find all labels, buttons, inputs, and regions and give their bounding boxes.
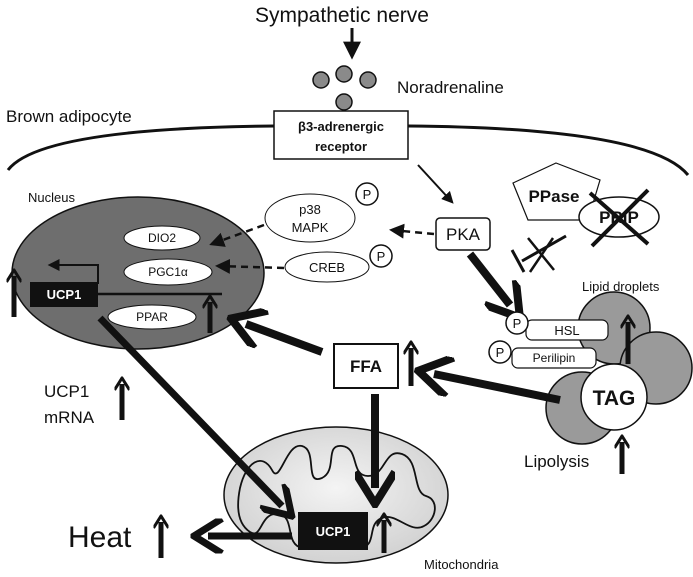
receptor-to-pka-arrow [417, 164, 454, 204]
p38-mapk-ellipse [264, 193, 356, 243]
beta3-receptor-box [273, 110, 409, 160]
ppase-pentagon [512, 162, 601, 221]
creb-phospho-circle [369, 244, 393, 268]
ucp1-protein-label: UCP1 [316, 524, 351, 539]
pka-to-p38-arrow [389, 223, 435, 239]
ffa-box [333, 343, 399, 389]
p38-label-line1: p38 [299, 202, 321, 217]
tag-circle [580, 363, 648, 431]
nucleus-to-mitochondria-arrow [97, 315, 282, 506]
ffa-label: FFA [350, 357, 382, 376]
ppase-label: PPase [528, 187, 579, 206]
noradrenaline-label: Noradrenaline [397, 78, 504, 97]
hsl-phospho-circle [505, 311, 529, 335]
ppar-label: PPAR [136, 310, 168, 324]
dio2-ellipse [123, 225, 201, 251]
perilipin-label: Perilipin [533, 351, 576, 365]
pgc1a-ellipse [123, 258, 213, 286]
ucp1-gene-label: UCP1 [47, 287, 82, 302]
ppar-ellipse [107, 304, 197, 330]
ucp1-gene-box [30, 282, 98, 307]
perilipin-box [511, 347, 597, 369]
brown-adipocyte-label: Brown adipocyte [6, 107, 132, 126]
tag-label: TAG [593, 387, 636, 410]
mitochondria-label: Mitochondria [424, 557, 499, 572]
cell-membrane [6, 124, 690, 176]
hsl-label: HSL [554, 323, 579, 338]
prip-cross-icon [588, 188, 650, 248]
mitochondria [223, 426, 449, 564]
blocked-inhibition-icon [510, 234, 567, 273]
ucp1-protein-box [298, 512, 368, 550]
receptor-label-line2: receptor [315, 139, 367, 154]
creb-ellipse [284, 251, 370, 283]
hsl-phospho-label: P [513, 316, 522, 331]
creb-phospho-label: P [377, 249, 386, 264]
nucleus-label: Nucleus [28, 190, 75, 205]
lipid-droplets-label: Lipid droplets [582, 279, 660, 294]
p38-phospho-circle [355, 182, 379, 206]
ucp1-mrna-label-line1: UCP1 [44, 382, 89, 401]
p38-phospho-label: P [363, 187, 372, 202]
lipolysis-label: Lipolysis [524, 452, 589, 471]
creb-label: CREB [309, 260, 345, 275]
receptor-label-line1: β3-adrenergic [298, 119, 384, 134]
ucp1-mrna-label-line2: mRNA [44, 408, 95, 427]
perilipin-phospho-label: P [496, 345, 505, 360]
pka-label: PKA [446, 225, 481, 244]
pgc1a-label: PGC1α [148, 265, 188, 279]
p38-label-line2: MAPK [292, 220, 329, 235]
dio2-label: DIO2 [148, 231, 176, 245]
tag-to-ffa-arrow [434, 374, 561, 404]
perilipin-phospho-circle [488, 340, 512, 364]
ffa-to-nucleus-arrow [246, 324, 324, 356]
transcription-start-arrow [47, 259, 99, 284]
pka-box [435, 217, 491, 251]
noradrenaline-molecules [312, 65, 377, 111]
sympathetic-nerve-label: Sympathetic nerve [255, 4, 429, 27]
pka-to-lipid-arrow [466, 251, 510, 305]
heat-label: Heat [68, 521, 132, 554]
p38-to-nucleus-arrow [209, 223, 265, 247]
